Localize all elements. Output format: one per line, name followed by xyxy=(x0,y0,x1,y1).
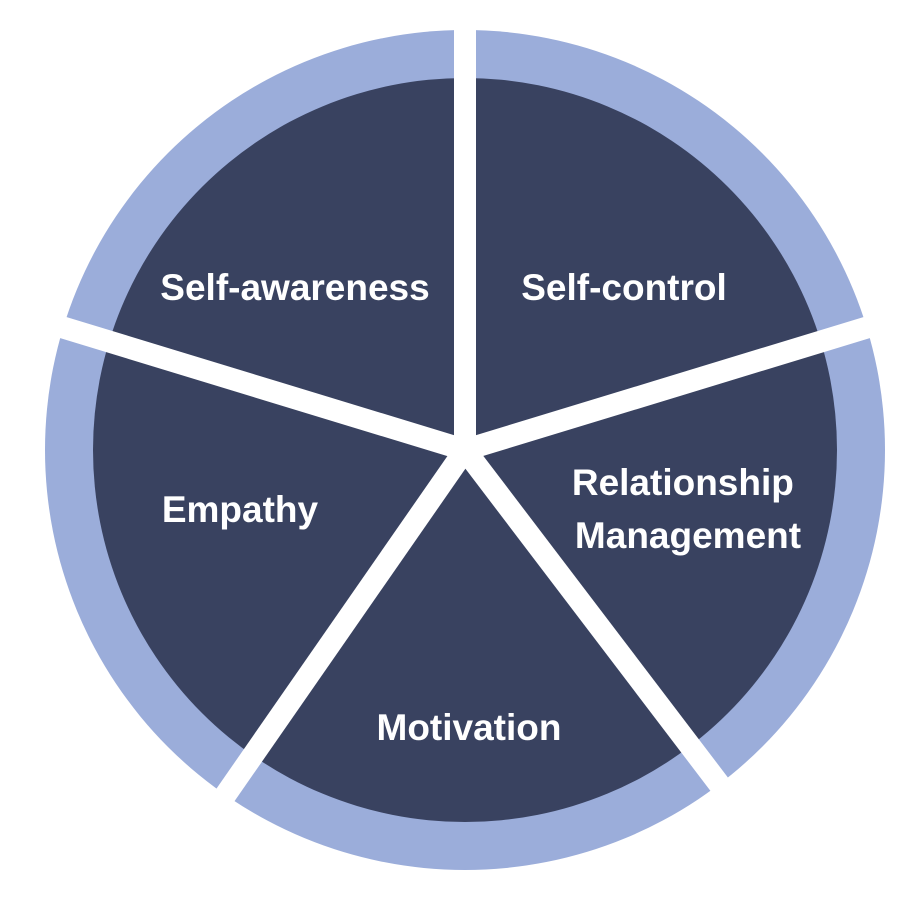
label-empathy: Empathy xyxy=(162,489,319,530)
label-relationship-line-2: Management xyxy=(575,515,801,556)
segment-separators xyxy=(41,15,889,817)
label-relationship-management: Relationship Management xyxy=(572,462,804,556)
segment-labels: Self-awareness Self-control Relationship… xyxy=(160,267,804,748)
separator-upper-left xyxy=(41,311,469,461)
label-self-control: Self-control xyxy=(521,267,727,308)
separator-lower-right xyxy=(456,443,744,812)
label-self-awareness: Self-awareness xyxy=(160,267,429,308)
label-relationship-line-1: Relationship xyxy=(572,462,794,503)
separator-lower-left xyxy=(205,443,475,817)
label-motivation: Motivation xyxy=(377,707,562,748)
separator-upper-right xyxy=(461,311,889,461)
